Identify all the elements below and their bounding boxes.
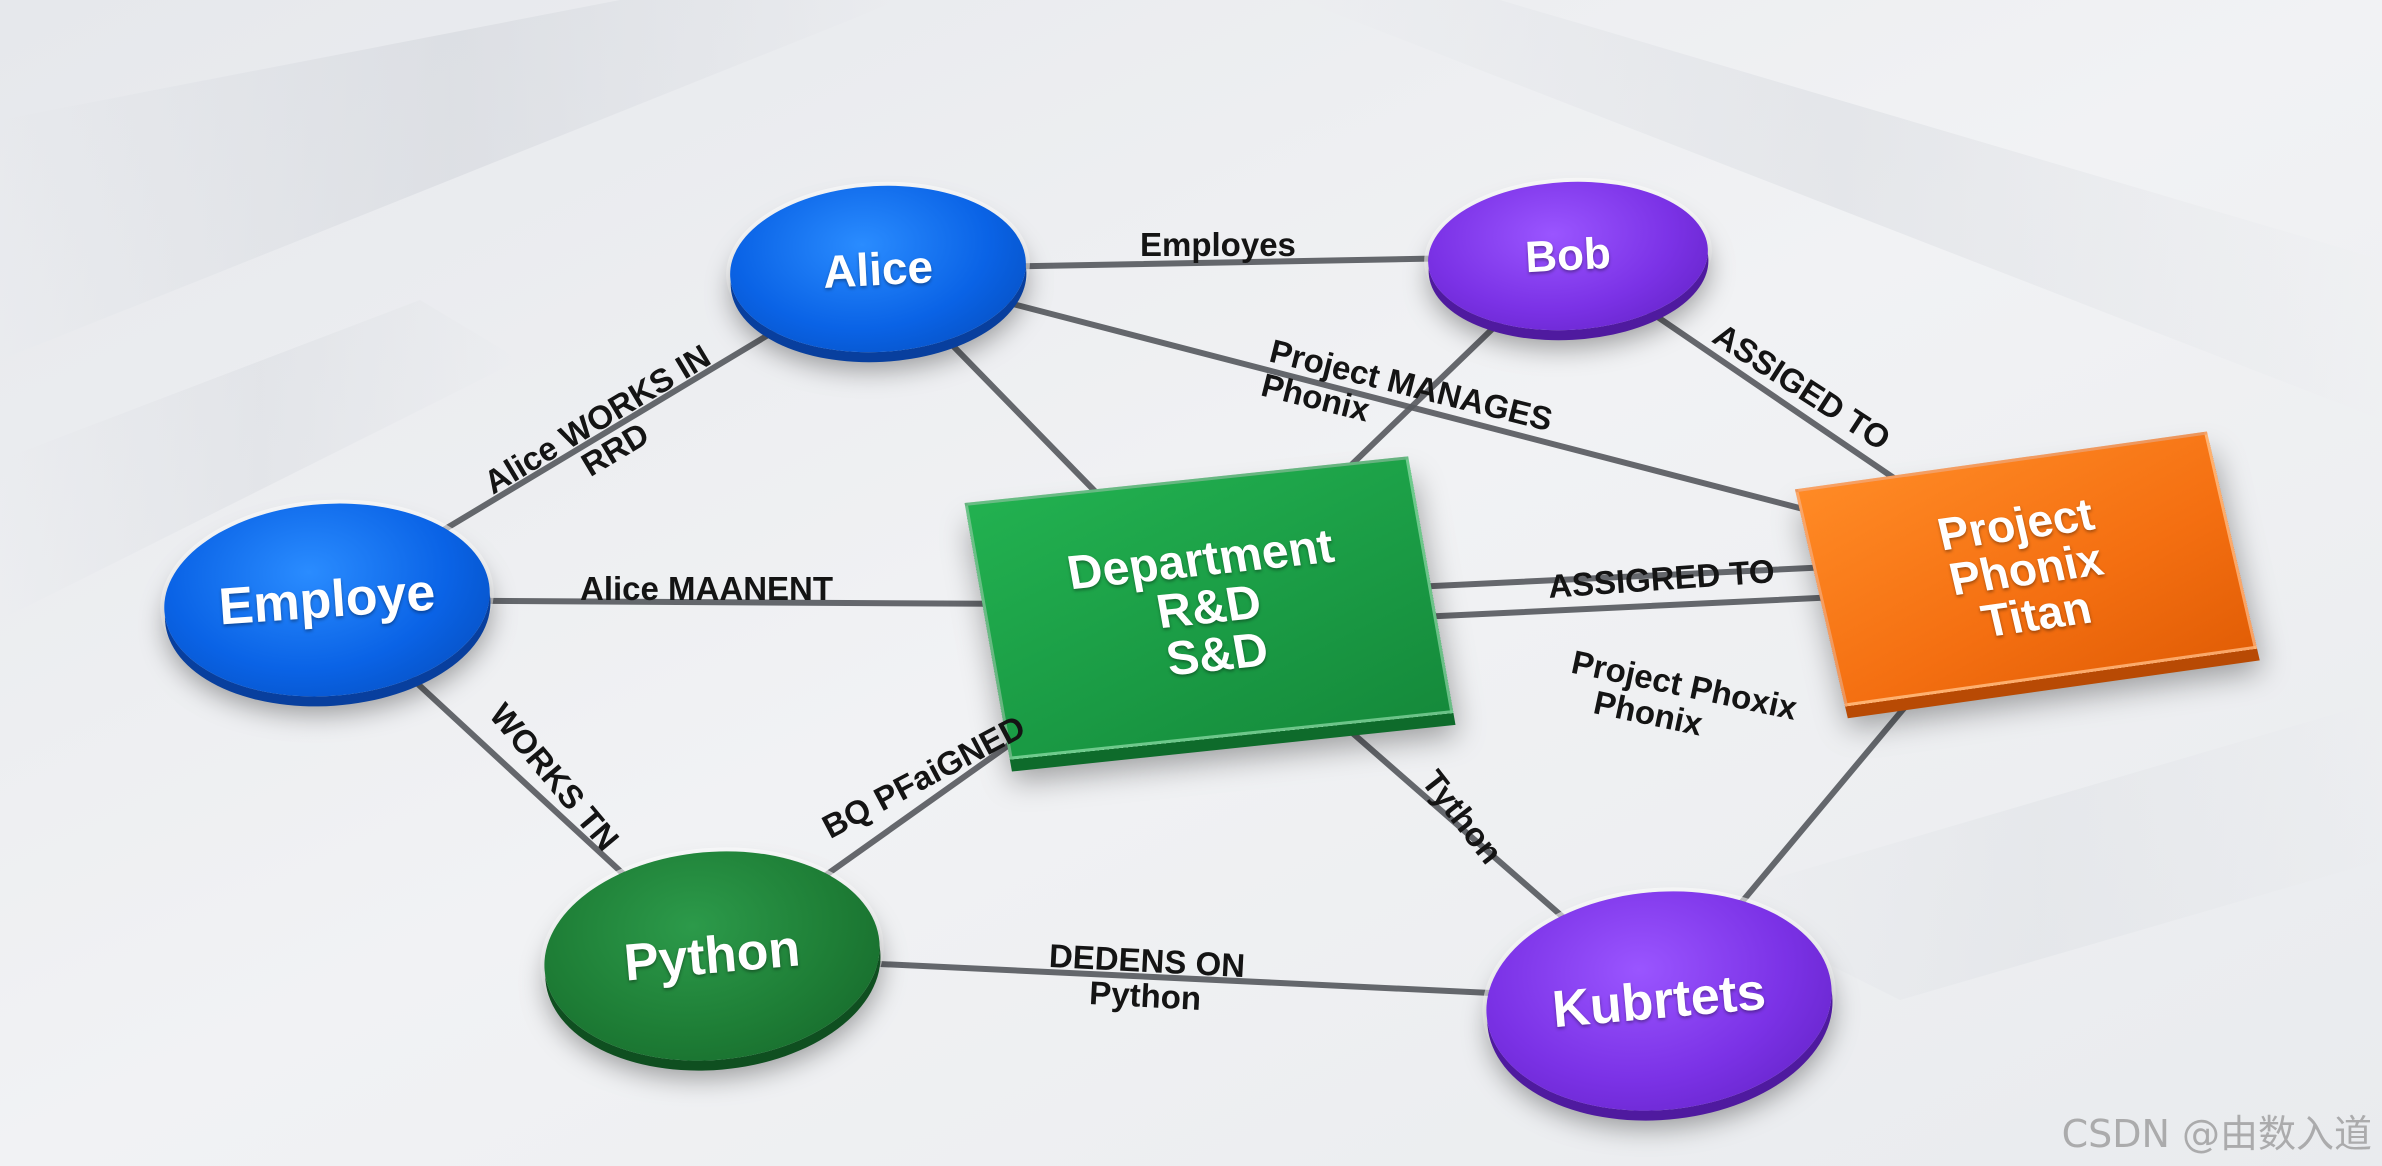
edge-label-alice-bob: Employes — [1140, 226, 1296, 263]
node-employe-label: Employe — [216, 563, 438, 637]
edge-label-alice-bob-line-1: Employes — [1140, 226, 1296, 263]
node-department[interactable]: Department R&D S&D — [964, 456, 1454, 760]
watermark: CSDN @由数入道 — [2061, 1112, 2372, 1156]
node-kubrtets-label: Kubrtets — [1549, 962, 1769, 1040]
node-department-label: Department R&D S&D — [1063, 520, 1354, 693]
node-python-label: Python — [621, 919, 803, 993]
node-bob-label: Bob — [1523, 228, 1612, 283]
edge-label-employe-department: Alice MAANENT — [580, 570, 834, 607]
edge-label-python-kubrtets: DEDENS ON Python — [1046, 937, 1246, 1018]
node-alice-label: Alice — [821, 240, 935, 298]
node-project-label: Project Phonix Titan — [1933, 488, 2119, 648]
edge-label-employe-department-line-1: Alice MAANENT — [580, 570, 834, 607]
